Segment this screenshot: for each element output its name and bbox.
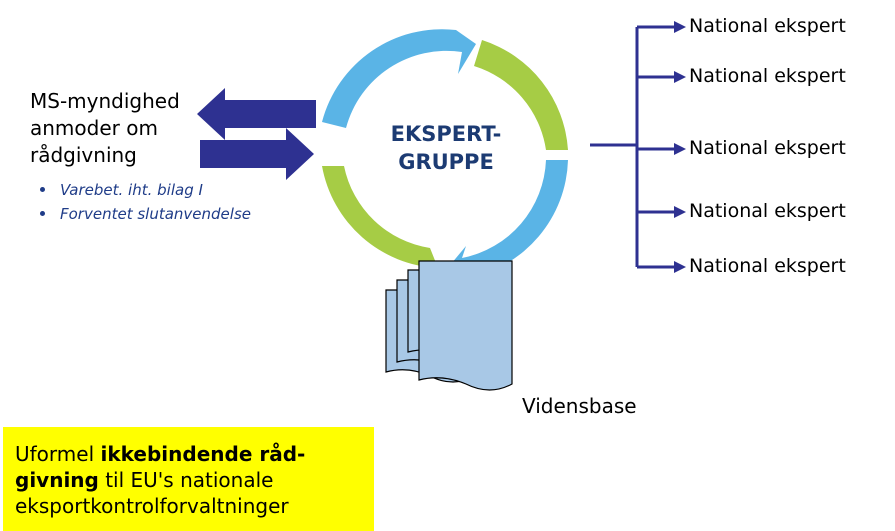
expert-connector-lines (590, 25, 674, 269)
expert-arrowheads (674, 21, 686, 273)
bullet-icon (40, 187, 45, 192)
requester-line-1: MS-myndighed (30, 89, 180, 113)
criteria-item: Forventet slutanvendelse (40, 205, 251, 223)
outgoing-arrow-icon (200, 128, 314, 180)
note-bold-text: givning (15, 468, 99, 492)
note-bold-text: ikkebindende råd- (100, 442, 306, 466)
expert-label: National ekspert (689, 65, 846, 87)
criteria-item: Varebet. iht. bilag I (40, 181, 203, 199)
criteria-item-label: Varebet. iht. bilag I (60, 181, 203, 199)
expert-label: National ekspert (689, 200, 846, 222)
center-label-line-2: GRUPPE (398, 150, 494, 174)
document-stack-icon (385, 260, 513, 391)
knowledge-base-label: Vidensbase (522, 394, 637, 418)
expert-label: National ekspert (689, 15, 846, 37)
arrowhead-icon (674, 21, 686, 33)
arrowhead-icon (674, 143, 686, 155)
note-text: til EU's nationale (98, 468, 274, 492)
note-text: Uformel (15, 442, 101, 466)
note-box: Uformel ikkebindende råd- givning til EU… (3, 427, 374, 531)
note-text: eksportkontrolforvaltninger (15, 494, 289, 518)
cycle-segment-top-left (322, 29, 476, 129)
expert-label: National ekspert (689, 137, 846, 159)
incoming-arrow-icon (197, 88, 316, 140)
arrowhead-icon (674, 206, 686, 218)
expert-label: National ekspert (689, 255, 846, 277)
criteria-item-label: Forventet slutanvendelse (60, 205, 251, 223)
cycle-segment-bottom-left (322, 166, 438, 268)
cycle-segment-top-right (474, 40, 568, 150)
arrowhead-icon (674, 71, 686, 83)
arrowhead-icon (674, 261, 686, 273)
center-label-line-1: EKSPERT- (390, 122, 502, 146)
requester-line-2: anmoder om (30, 116, 158, 140)
requester-line-3: rådgivning (30, 143, 137, 167)
bullet-icon (40, 211, 45, 216)
